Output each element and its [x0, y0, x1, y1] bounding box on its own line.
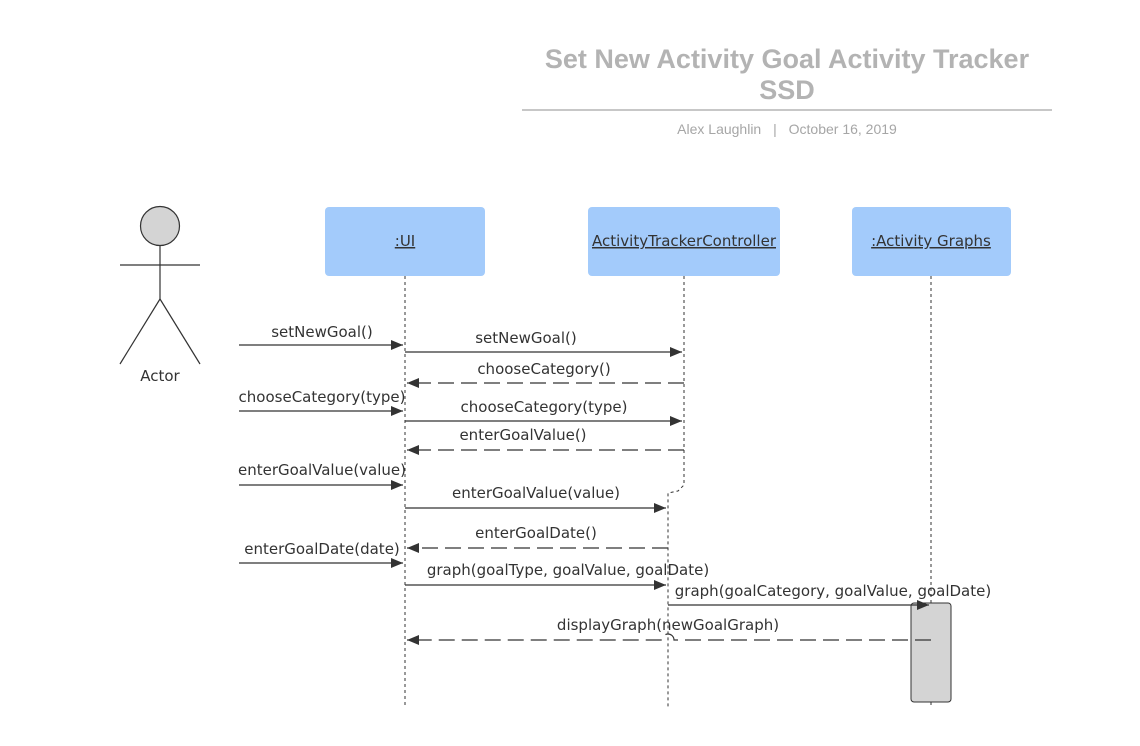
message-12[interactable]: graph(goalCategory, goalValue, goalDate): [668, 582, 991, 610]
message-11[interactable]: graph(goalType, goalValue, goalDate): [405, 561, 709, 590]
message-1-label: setNewGoal(): [271, 323, 373, 341]
lifeline-controller: [667, 276, 685, 708]
message-10-label: enterGoalDate(date): [244, 540, 400, 558]
message-9-label: enterGoalDate(): [475, 524, 597, 542]
participant-controller-box: [588, 207, 780, 276]
message-8-label: enterGoalValue(value): [452, 484, 620, 502]
message-2[interactable]: setNewGoal(): [405, 329, 682, 357]
message-3-label: chooseCategory(): [477, 360, 610, 378]
message-13[interactable]: displayGraph(newGoalGraph): [407, 616, 931, 645]
message-11-label: graph(goalType, goalValue, goalDate): [427, 561, 709, 579]
participant-controller[interactable]: ActivityTrackerController: [588, 207, 780, 276]
participant-graphs-box: [852, 207, 1011, 276]
diagram-title: Set New Activity Goal Activity Tracker S…: [544, 44, 1030, 105]
title-divider: [522, 109, 1052, 111]
actor-figure[interactable]: Actor: [119, 205, 201, 386]
activation-bar-graphs: [910, 602, 952, 703]
author-name: Alex Laughlin: [677, 121, 762, 137]
participant-ui[interactable]: :UI: [325, 207, 485, 276]
actor-right-leg: [159, 298, 201, 365]
message-7-label: enterGoalValue(value): [238, 461, 406, 479]
message-6[interactable]: enterGoalValue(): [407, 426, 684, 455]
message-2-label: setNewGoal(): [475, 329, 577, 347]
message-4-label: chooseCategory(type): [239, 388, 406, 406]
message-3[interactable]: chooseCategory(): [407, 360, 684, 388]
message-1[interactable]: setNewGoal(): [239, 323, 403, 350]
message-6-label: enterGoalValue(): [459, 426, 586, 444]
message-5[interactable]: chooseCategory(type): [405, 398, 682, 426]
message-4[interactable]: chooseCategory(type): [239, 388, 406, 416]
diagram-date: October 16, 2019: [788, 121, 897, 137]
message-10[interactable]: enterGoalDate(date): [239, 540, 403, 568]
message-8[interactable]: enterGoalValue(value): [405, 484, 666, 513]
participant-ui-label: :UI: [395, 232, 415, 250]
participant-ui-box: [325, 207, 485, 276]
message-9[interactable]: enterGoalDate(): [407, 524, 668, 553]
actor-left-leg: [119, 298, 161, 365]
participant-controller-label: ActivityTrackerController: [592, 232, 777, 250]
subtitle-separator: |: [773, 121, 777, 137]
message-12-label: graph(goalCategory, goalValue, goalDate): [675, 582, 991, 600]
diagram-subtitle: Alex Laughlin | October 16, 2019: [522, 121, 1052, 137]
message-7[interactable]: enterGoalValue(value): [238, 461, 406, 490]
participant-graphs[interactable]: :Activity Graphs: [852, 207, 1011, 276]
message-13-arrow: [407, 633, 931, 645]
actor-label: Actor: [140, 367, 180, 385]
message-5-label: chooseCategory(type): [461, 398, 628, 416]
participant-graphs-label: :Activity Graphs: [871, 232, 991, 250]
actor-head-icon: [139, 205, 181, 247]
message-13-label: displayGraph(newGoalGraph): [557, 616, 779, 634]
